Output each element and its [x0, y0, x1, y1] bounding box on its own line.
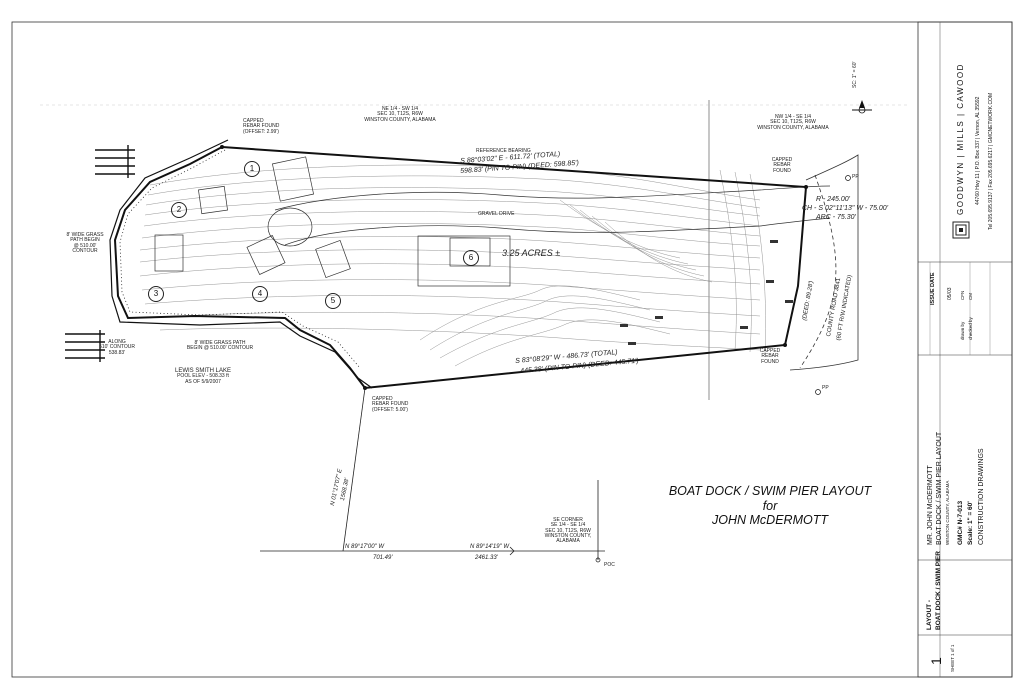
acreage-label: 3.25 ACRES ±	[502, 248, 561, 258]
curve-radius: R - 245.00'	[816, 196, 851, 203]
gravel-drive-label: GRAVEL DRIVE	[478, 211, 515, 217]
issue-date-label: ISSUE DATE	[930, 272, 936, 305]
tie-bearing-3: N 89°14'19" W	[470, 544, 510, 550]
sheet-title: LAYOUT -	[926, 599, 933, 630]
issue-date-value: 05/03	[947, 287, 953, 300]
lot-number-4: 4	[252, 286, 268, 302]
lot-number-6: 6	[463, 250, 479, 266]
poc-label: POC	[604, 562, 615, 568]
tie-distance-2: 701.49'	[373, 555, 393, 561]
power-pole-label-2: PP	[822, 385, 829, 391]
sheet-of: SHEET 1 of 1	[950, 644, 955, 672]
drawing-phase: CONSTRUCTION DRAWINGS	[978, 448, 985, 545]
structures	[154, 156, 511, 287]
lot-number-3: 3	[148, 286, 164, 302]
lot-number-2: 2	[171, 202, 187, 218]
project-name: BOAT DOCK / SWIM PIER LAYOUT	[936, 431, 943, 545]
firm-phone: Tel 205.695.9137 | Fax 205.695.6217 | GM…	[988, 92, 994, 230]
scale-label: SC: 1" = 60'	[852, 61, 858, 89]
power-pole-icon	[845, 175, 851, 181]
north-arrow-icon	[852, 100, 872, 114]
reference-bearing-label: REFERENCE BEARING	[476, 148, 531, 154]
gravel-drive	[267, 185, 831, 247]
property-boundary	[113, 145, 808, 390]
curve-arc: ARC - 75.30'	[816, 214, 856, 221]
boat-dock-north	[95, 145, 135, 178]
drawing-scale: Scale: 1" = 60'	[967, 501, 974, 545]
client-name: MR. JOHN McDERMOTT	[927, 465, 934, 545]
tie-bearing-2: N 89°17'00" W	[345, 544, 385, 550]
firm-address: 44760 Hwy 11 | P.O. Box 337 | Vernon, AL…	[975, 96, 981, 205]
firm-logo	[952, 221, 970, 239]
tie-lines	[260, 387, 605, 560]
shoreline	[109, 139, 373, 389]
gmc-number: GMC# N-7-013	[957, 500, 964, 545]
parking-marks	[620, 240, 793, 345]
drawing-title: BOAT DOCK / SWIM PIER LAYOUT for JOHN Mc…	[668, 484, 872, 527]
sheet-title-2: BOAT DOCK / SWIM PIER	[935, 551, 942, 630]
power-pole-icon	[815, 389, 821, 395]
firm-name: GOODWYN | MILLS | CAWOOD	[956, 63, 965, 215]
project-location: WINSTON COUNTY, ALABAMA	[945, 480, 950, 545]
boat-dock-south	[65, 330, 105, 362]
lot-number-1: 1	[244, 161, 260, 177]
sheet-border	[11, 21, 1013, 678]
checked-by-label: checked by	[968, 317, 973, 340]
tie-distance-3: 2461.33'	[475, 555, 498, 561]
county-road	[789, 154, 859, 371]
poc-marker-icon	[595, 557, 601, 563]
power-pole-label-1: PP	[852, 174, 859, 180]
drawn-by-value: CFN	[960, 290, 965, 300]
checked-by-value: CM	[968, 293, 973, 300]
lot-number-5: 5	[325, 293, 341, 309]
drawn-by-label: drawn by	[960, 321, 965, 340]
curve-chord: CH - S 02°11'13" W - 75.00'	[802, 205, 889, 212]
sheet-number: 1	[928, 657, 944, 665]
title-block-frame	[917, 21, 1013, 678]
